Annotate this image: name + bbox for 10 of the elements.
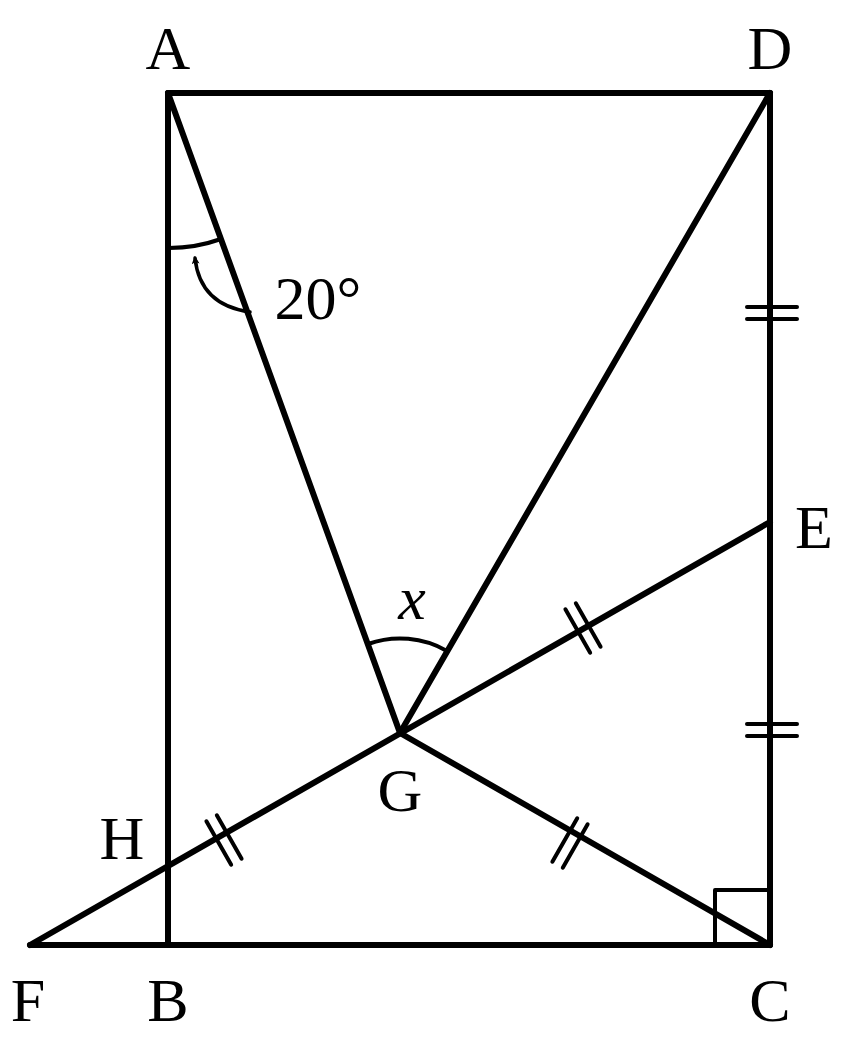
point-label: A (145, 17, 191, 79)
point-label: H (99, 807, 145, 869)
point-label: G (377, 759, 423, 821)
point-label: B (147, 969, 189, 1031)
point-label: C (749, 969, 791, 1031)
point-label: F (10, 969, 46, 1031)
angle-label: x (398, 567, 426, 629)
point-label: E (795, 496, 833, 558)
point-label: D (747, 17, 793, 79)
angle-label: 20° (274, 267, 362, 329)
